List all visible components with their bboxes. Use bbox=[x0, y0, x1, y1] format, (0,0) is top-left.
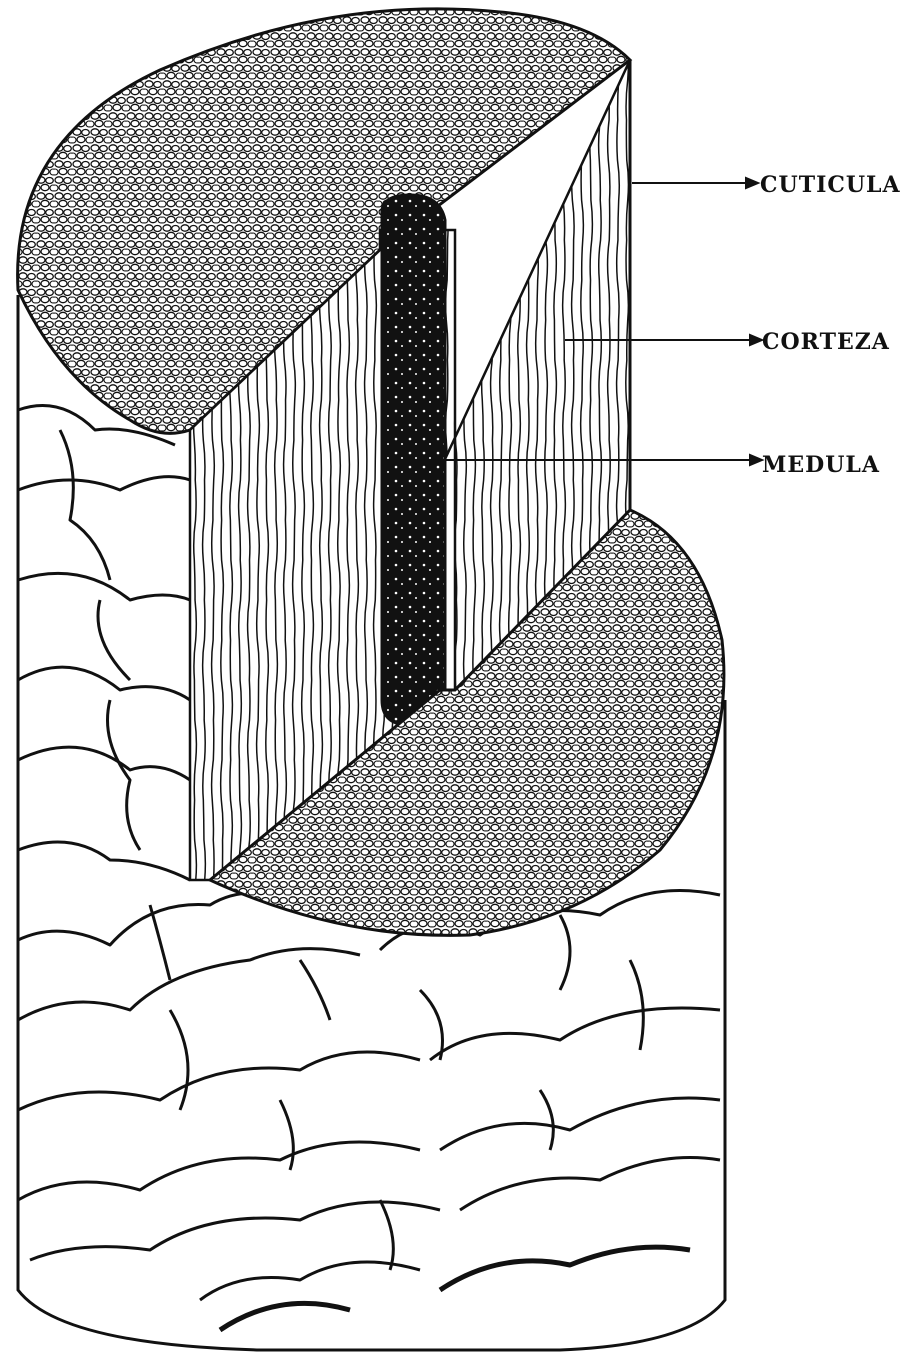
cuticula-arrowhead bbox=[746, 178, 758, 188]
cuticula-label: CUTICULA bbox=[760, 172, 901, 198]
corteza-label: CORTEZA bbox=[762, 329, 890, 355]
medula-arrowhead bbox=[750, 455, 762, 465]
medulla-core bbox=[382, 195, 445, 725]
corteza-arrowhead bbox=[750, 335, 762, 345]
medula-label: MEDULA bbox=[762, 452, 880, 478]
